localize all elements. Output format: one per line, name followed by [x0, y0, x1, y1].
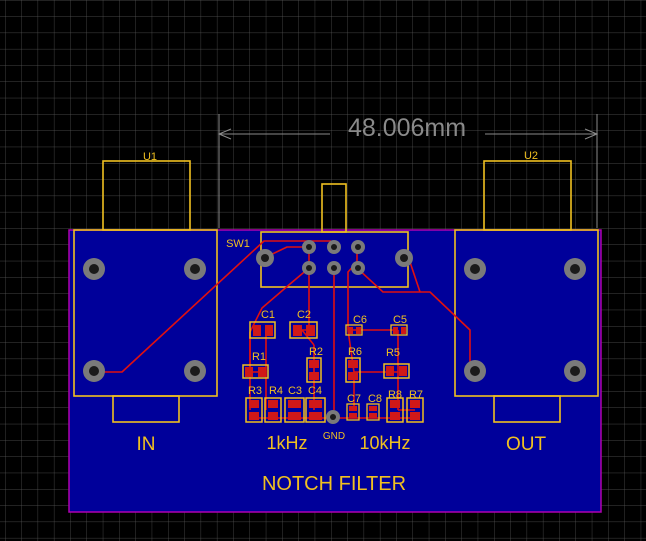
r1-footprint[interactable]	[242, 364, 269, 379]
c4-footprint[interactable]	[305, 397, 326, 423]
r6-footprint[interactable]	[345, 357, 361, 383]
r3-label: R3	[248, 385, 262, 397]
dimension-label: 48.006mm	[348, 114, 466, 142]
r1-label: R1	[252, 351, 266, 363]
r2-footprint[interactable]	[306, 357, 322, 383]
r4-footprint[interactable]	[264, 397, 282, 423]
c3-label: C3	[288, 385, 302, 397]
u1-label: U1	[143, 151, 157, 163]
board-outline[interactable]	[68, 229, 602, 513]
r5-footprint[interactable]	[383, 363, 410, 379]
c8-label: C8	[368, 393, 382, 405]
in-label: IN	[137, 434, 156, 455]
out-label: OUT	[506, 434, 547, 455]
c1-footprint[interactable]	[249, 321, 276, 339]
c1-label: C1	[261, 309, 275, 321]
r3-footprint[interactable]	[245, 397, 263, 423]
u1-footprint[interactable]	[73, 160, 218, 423]
u1-pads[interactable]	[83, 258, 206, 382]
u2-label: U2	[524, 150, 538, 162]
c6-label: C6	[353, 314, 367, 326]
r7-label: R7	[409, 389, 423, 401]
u2-pads[interactable]	[464, 258, 586, 382]
r2-label: R2	[309, 346, 323, 358]
board-title: NOTCH FILTER	[262, 473, 406, 495]
r8-footprint[interactable]	[386, 397, 404, 423]
gnd-label: GND	[323, 431, 345, 442]
r8-label: R8	[388, 389, 402, 401]
c8-footprint[interactable]	[366, 403, 380, 421]
sw1-pads[interactable]	[256, 240, 413, 275]
1khz-label: 1kHz	[266, 433, 307, 453]
sw1-label: SW1	[226, 238, 250, 250]
gnd-via[interactable]	[326, 410, 340, 424]
c2-footprint[interactable]	[289, 321, 318, 339]
c2-label: C2	[297, 309, 311, 321]
c3-footprint[interactable]	[284, 397, 305, 423]
c5-label: C5	[393, 314, 407, 326]
c5-footprint[interactable]	[390, 324, 408, 336]
r6-label: R6	[348, 346, 362, 358]
c4-label: C4	[308, 385, 322, 397]
r7-footprint[interactable]	[406, 397, 424, 423]
c7-label: C7	[347, 393, 361, 405]
r4-label: R4	[269, 385, 283, 397]
c6-footprint[interactable]	[345, 324, 363, 336]
c7-footprint[interactable]	[346, 403, 360, 421]
r5-label: R5	[386, 347, 400, 359]
u2-footprint[interactable]	[454, 160, 599, 423]
10khz-label: 10kHz	[359, 433, 410, 453]
dimension-annotation[interactable]	[217, 114, 599, 228]
